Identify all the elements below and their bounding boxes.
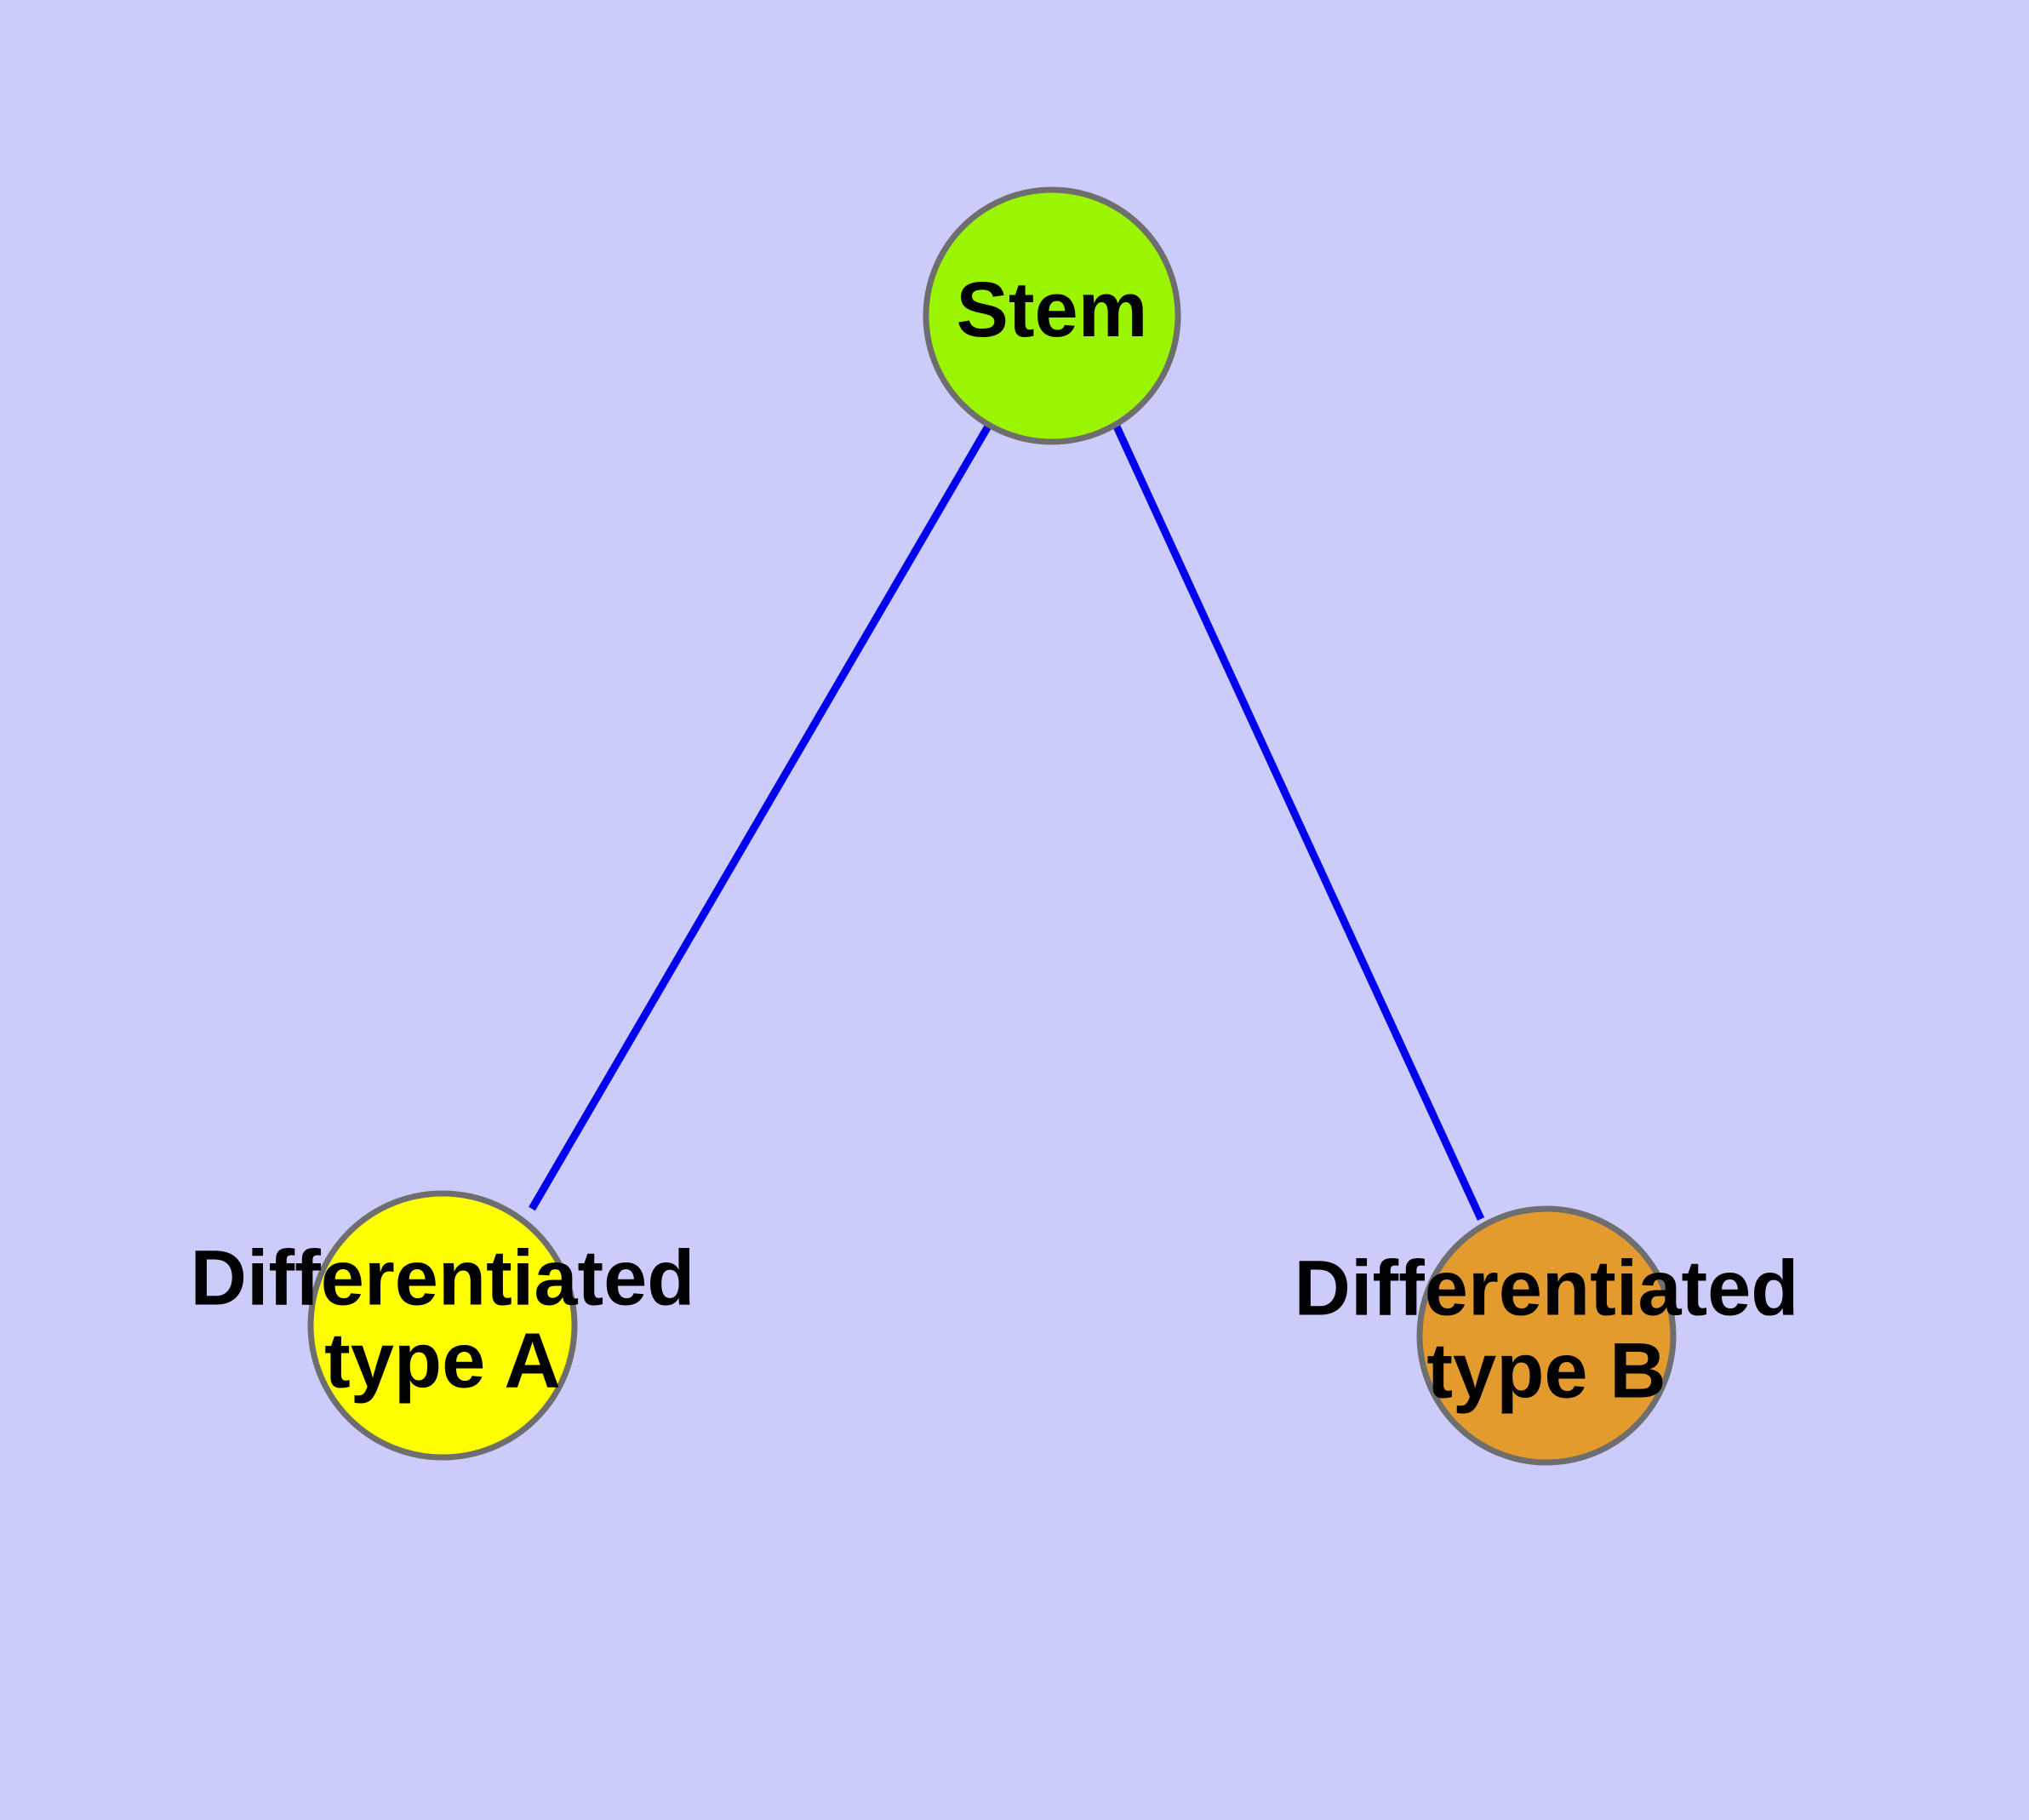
edges-layer: [529, 422, 1485, 1221]
node-label-line: type A: [324, 1318, 561, 1405]
graph-edge-stem-to-diff-a[interactable]: [529, 422, 992, 1211]
node-circle-diff-b[interactable]: [1416, 1205, 1677, 1466]
node-label-line: type B: [1426, 1328, 1666, 1415]
node-circle-diff-a[interactable]: [307, 1190, 578, 1461]
graph-node-stem[interactable]: Stem: [923, 186, 1181, 445]
graph-edge-stem-to-diff-b[interactable]: [1112, 425, 1485, 1221]
node-circle-stem[interactable]: [923, 186, 1181, 445]
node-label-line: Differentiated: [191, 1235, 695, 1322]
node-label-line: Stem: [957, 266, 1148, 353]
node-label-stem: Stem: [957, 266, 1148, 353]
node-label-line: Differentiated: [1295, 1245, 1799, 1332]
